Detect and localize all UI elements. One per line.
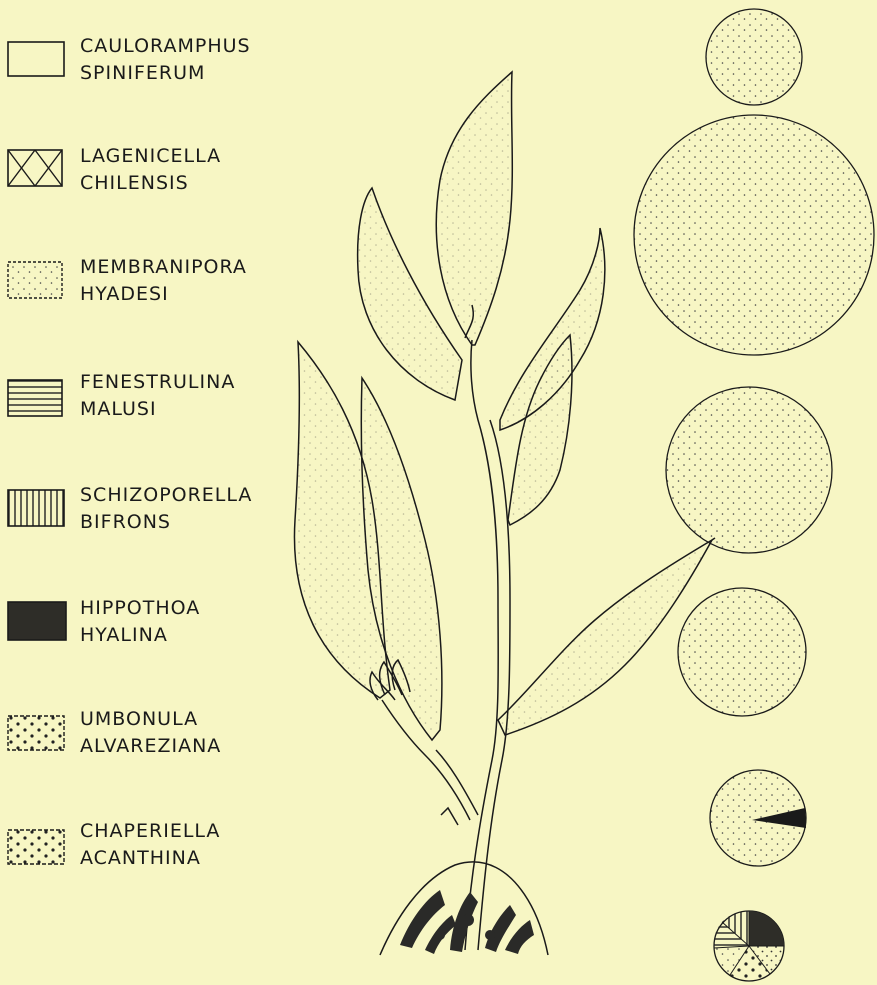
legend-label-fenestrulina: FENESTRULINA MALUSI	[80, 369, 235, 423]
legend-label-cauloramphus: CAULORAMPHUS SPINIFERUM	[80, 33, 251, 87]
legend-label-schizoporella: SCHIZOPORELLA BIFRONS	[80, 482, 252, 536]
circle-1	[706, 9, 802, 105]
swatch-solid-dark	[8, 602, 66, 640]
swatch-blank	[8, 42, 64, 76]
blade-top	[436, 72, 512, 345]
legend-label-umbonula: UMBONULA ALVAREZIANA	[80, 706, 221, 760]
swatch-fine-dots	[8, 262, 62, 298]
swatch-horizontal-lines	[8, 380, 62, 416]
circle-5	[710, 770, 806, 866]
legend-label-lagenicella: LAGENICELLA CHILENSIS	[80, 143, 221, 197]
swatch-sparse-dots	[8, 716, 64, 750]
swatch-crosshatch	[8, 150, 62, 186]
swatch-vertical-lines	[8, 490, 64, 526]
circle-4	[678, 588, 806, 716]
circle-3	[666, 387, 832, 553]
legend-label-membranipora: MEMBRANIPORA HYADESI	[80, 254, 247, 308]
circle-6	[714, 911, 784, 981]
legend-label-hippothoa: HIPPOTHOA HYALINA	[80, 595, 200, 649]
legend-label-chaperiella: CHAPERIELLA ACANTHINA	[80, 818, 220, 872]
swatch-dots-open	[8, 830, 64, 864]
circle-2	[634, 115, 874, 355]
